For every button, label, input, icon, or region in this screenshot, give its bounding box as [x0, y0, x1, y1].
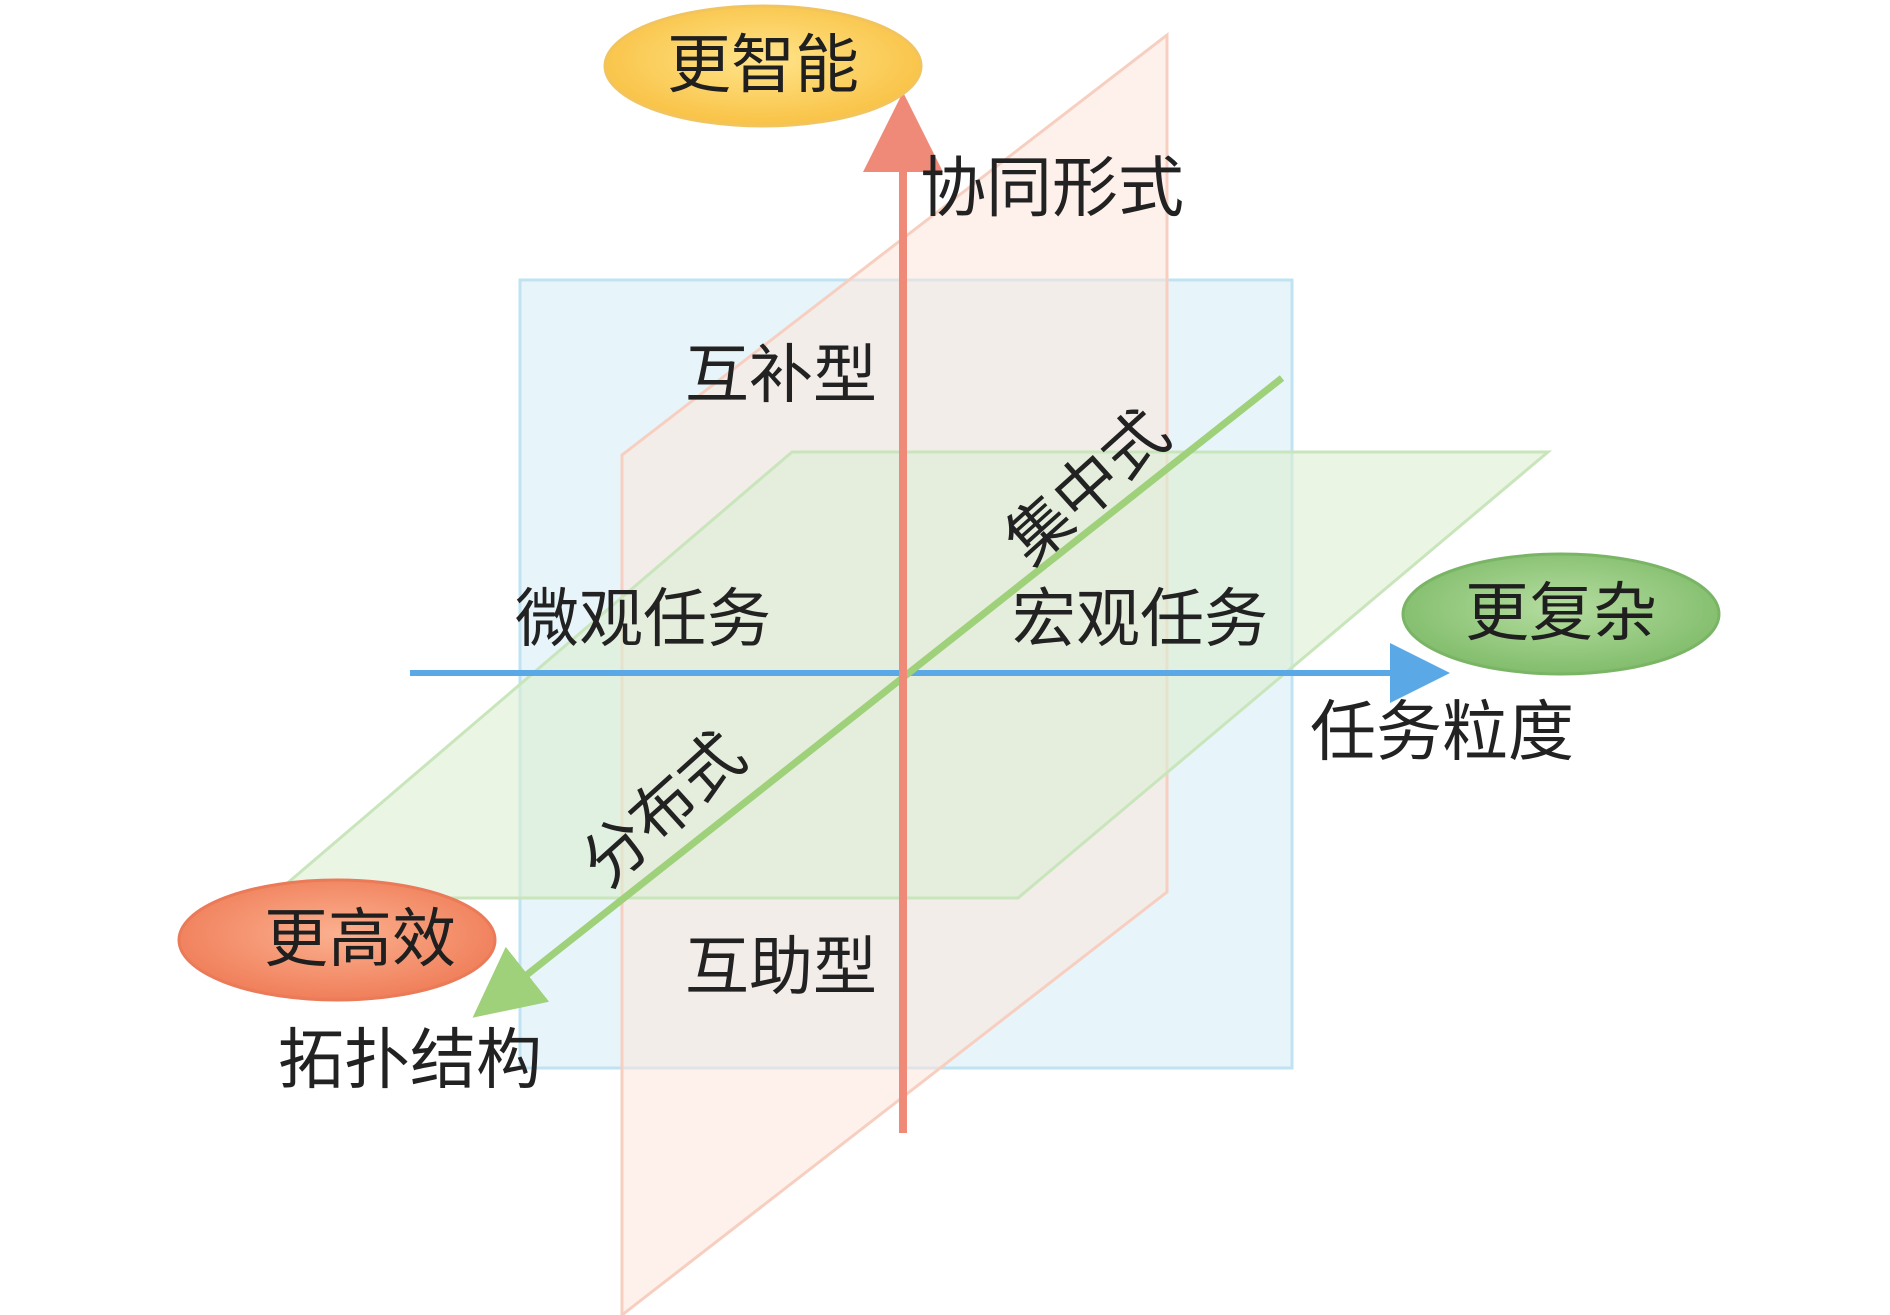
region-micro-task: 微观任务 [515, 583, 771, 657]
badge-top: 更智能 [603, 4, 923, 128]
badge-left-label: 更高效 [264, 903, 456, 977]
region-complementary: 互补型 [685, 339, 877, 413]
diagonal-axis [472, 375, 1285, 1018]
badge-right-label: 更复杂 [1465, 577, 1657, 651]
badge-top-label: 更智能 [667, 29, 859, 103]
vertical-axis-label: 协同形式 [920, 150, 1184, 227]
badge-left: 更高效 [177, 878, 497, 1002]
badge-right: 更复杂 [1401, 552, 1721, 676]
diagonal-axis-label: 拓扑结构 [278, 1022, 542, 1099]
region-macro-task: 宏观任务 [1012, 583, 1268, 657]
horizontal-axis-label: 任务粒度 [1310, 694, 1574, 771]
region-assistive: 互助型 [685, 931, 877, 1005]
